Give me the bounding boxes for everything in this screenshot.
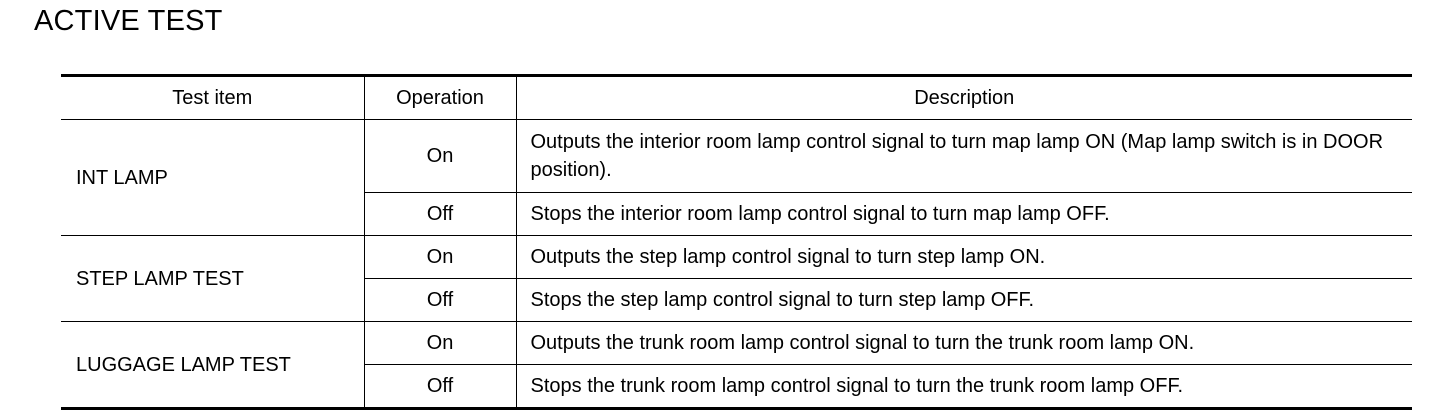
header-operation: Operation — [363, 74, 517, 120]
operation-cell: On — [363, 235, 517, 279]
header-test-item: Test item — [61, 74, 364, 120]
description-cell: Outputs the interior room lamp control s… — [516, 119, 1412, 193]
operation-cell: Off — [363, 364, 517, 410]
table-row: INT LAMP On Outputs the interior room la… — [61, 119, 1412, 236]
active-test-table: Test item Operation Description INT LAMP… — [61, 74, 1412, 410]
table-row: LUGGAGE LAMP TEST On Outputs the trunk r… — [61, 321, 1412, 410]
test-item-int-lamp: INT LAMP — [61, 119, 364, 236]
operation-cell: On — [363, 119, 517, 193]
description-cell: Stops the trunk room lamp control signal… — [516, 364, 1412, 410]
table-row: Off Stops the interior room lamp control… — [61, 192, 1412, 236]
test-item-luggage-lamp: LUGGAGE LAMP TEST — [61, 321, 364, 410]
description-cell: Outputs the trunk room lamp control sign… — [516, 321, 1412, 365]
table-row: Off Stops the step lamp control signal t… — [61, 278, 1412, 322]
description-cell: Stops the interior room lamp control sig… — [516, 192, 1412, 236]
description-cell: Stops the step lamp control signal to tu… — [516, 278, 1412, 322]
header-description: Description — [516, 74, 1412, 120]
table-header-row: Test item Operation Description — [61, 74, 1412, 120]
description-cell: Outputs the step lamp control signal to … — [516, 235, 1412, 279]
table-row: STEP LAMP TEST On Outputs the step lamp … — [61, 235, 1412, 322]
operation-cell: Off — [363, 192, 517, 236]
test-item-step-lamp: STEP LAMP TEST — [61, 235, 364, 322]
operation-cell: Off — [363, 278, 517, 322]
operation-cell: On — [363, 321, 517, 365]
page-title: ACTIVE TEST — [34, 5, 223, 37]
table-row: Off Stops the trunk room lamp control si… — [61, 364, 1412, 410]
